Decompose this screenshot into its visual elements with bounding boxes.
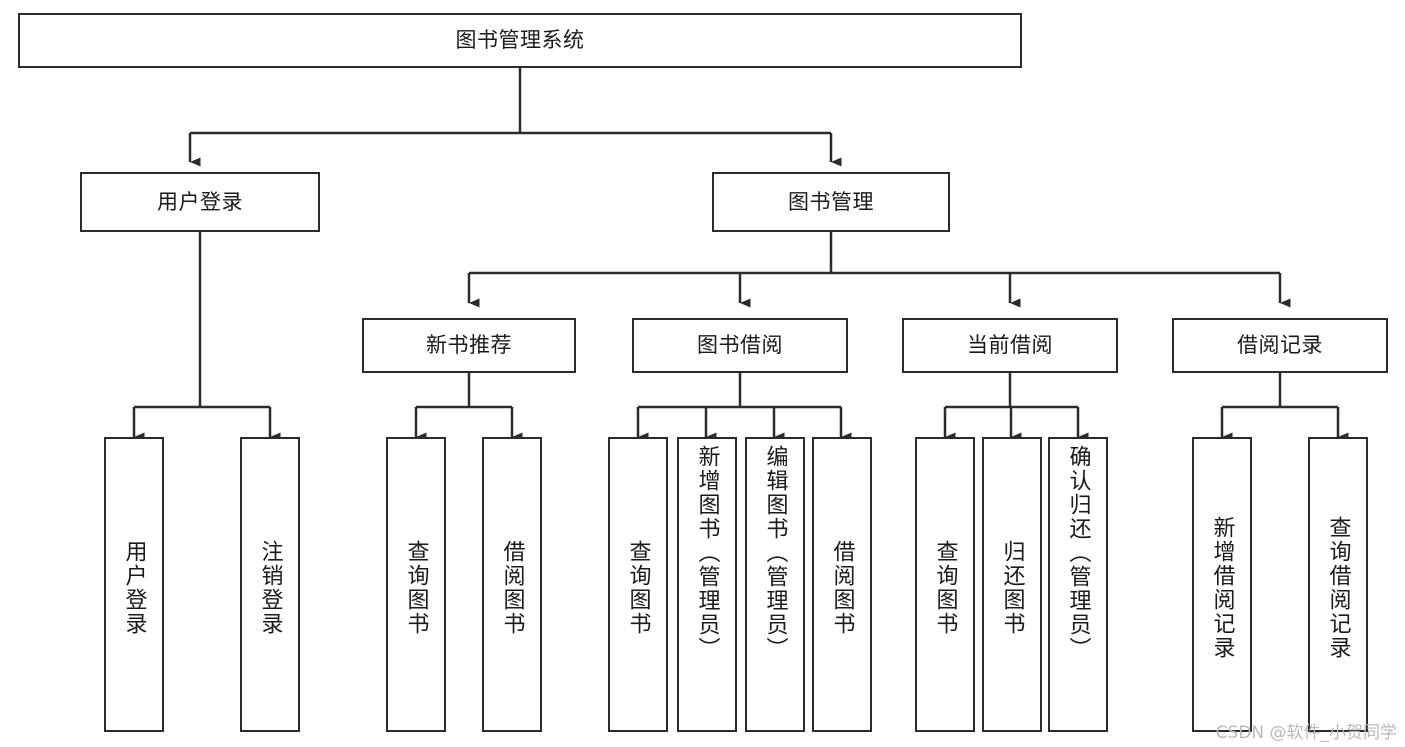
node-label: 借阅记录 <box>1237 333 1323 358</box>
leaf-user-login-0[interactable]: 用户登录 <box>104 437 164 732</box>
node-root-system[interactable]: 图书管理系统 <box>18 13 1022 68</box>
leaf-book-borrow-2[interactable]: 编辑图书（管理员） <box>745 437 805 732</box>
leaf-book-borrow-0[interactable]: 查询图书 <box>608 437 668 732</box>
edge-group-current-borrow-leaves <box>943 373 1089 442</box>
leaf-new-book-rec-0[interactable]: 查询图书 <box>386 437 446 732</box>
leaf-book-borrow-1[interactable]: 新增图书（管理员） <box>677 437 737 732</box>
leaf-label: 查询借阅记录 <box>1325 515 1351 660</box>
node-current-borrow[interactable]: 当前借阅 <box>902 318 1118 373</box>
node-label: 图书管理 <box>788 189 874 214</box>
node-label: 当前借阅 <box>967 333 1053 358</box>
leaf-current-borrow-0[interactable]: 查询图书 <box>915 437 975 732</box>
leaf-label: 查询图书 <box>932 539 958 636</box>
edge-group-book-borrow-leaves <box>636 373 852 442</box>
leaf-user-login-1[interactable]: 注销登录 <box>240 437 300 732</box>
node-borrow-record[interactable]: 借阅记录 <box>1172 318 1388 373</box>
edge-group-new-book-leaves <box>414 373 523 442</box>
leaf-label: 用户登录 <box>121 539 147 636</box>
leaf-label: 借阅图书 <box>829 539 855 636</box>
leaf-borrow-record-0[interactable]: 新增借阅记录 <box>1192 437 1252 732</box>
leaf-label: 查询图书 <box>625 539 651 636</box>
node-label: 图书管理系统 <box>455 28 585 53</box>
edge-group-borrow-record-leaves <box>1220 373 1349 442</box>
leaf-current-borrow-2[interactable]: 确认归还（管理员） <box>1048 437 1108 732</box>
leaf-new-book-rec-1[interactable]: 借阅图书 <box>482 437 542 732</box>
leaf-label: 新增借阅记录 <box>1209 515 1235 660</box>
edge-group-root <box>188 68 842 167</box>
node-label: 图书借阅 <box>697 333 783 358</box>
leaf-borrow-record-1[interactable]: 查询借阅记录 <box>1308 437 1368 732</box>
node-book-manage[interactable]: 图书管理 <box>712 172 950 232</box>
leaf-label: 借阅图书 <box>499 539 525 636</box>
leaf-book-borrow-3[interactable]: 借阅图书 <box>812 437 872 732</box>
leaf-label: 编辑图书（管理员） <box>762 445 788 661</box>
leaf-label: 注销登录 <box>257 539 283 636</box>
leaf-label: 确认归还（管理员） <box>1065 445 1091 661</box>
leaf-label: 查询图书 <box>403 539 429 636</box>
node-label: 用户登录 <box>157 189 243 214</box>
leaf-label: 新增图书（管理员） <box>694 445 720 661</box>
node-new-book-recommend[interactable]: 新书推荐 <box>362 318 576 373</box>
edge-group-user-login-leaves <box>132 232 281 442</box>
leaf-current-borrow-1[interactable]: 归还图书 <box>982 437 1042 732</box>
leaf-label: 归还图书 <box>999 539 1025 636</box>
node-user-login[interactable]: 用户登录 <box>80 172 320 232</box>
node-label: 新书推荐 <box>426 333 512 358</box>
edge-group-book-manage <box>467 232 1291 308</box>
node-book-borrow[interactable]: 图书借阅 <box>632 318 848 373</box>
